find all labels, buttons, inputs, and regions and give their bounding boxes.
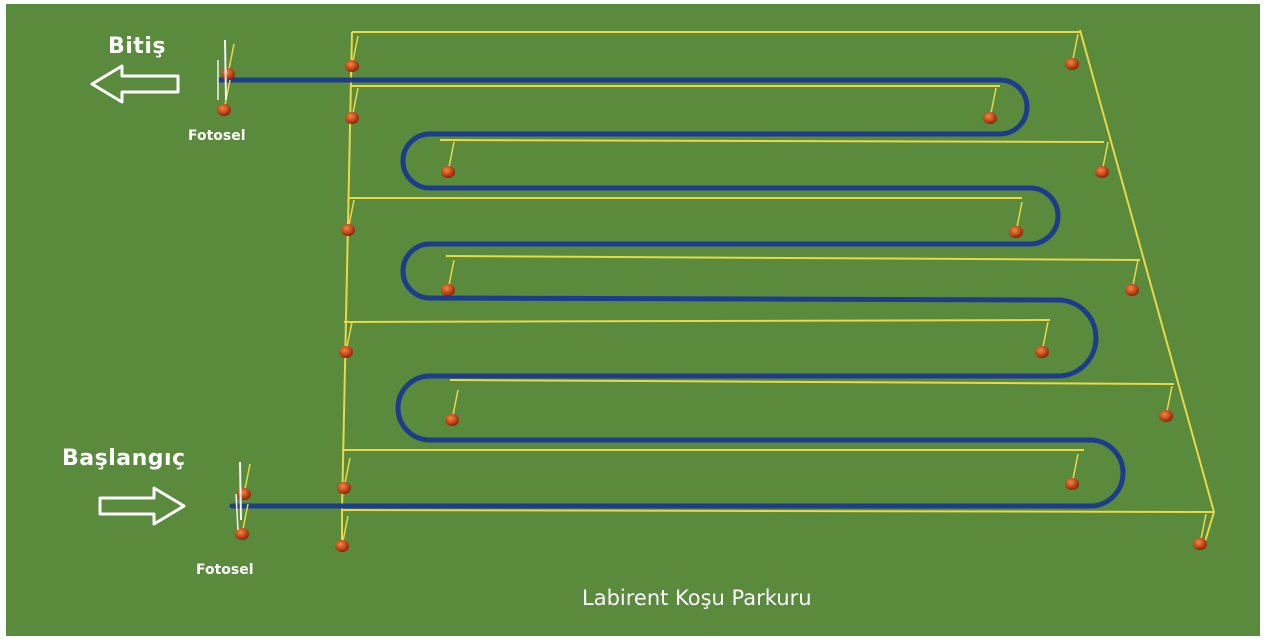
frame-rung bbox=[445, 255, 1141, 261]
blue-running-path bbox=[217, 77, 1126, 509]
finish-label: Bitiş bbox=[108, 34, 166, 59]
frame-rung bbox=[439, 139, 1105, 143]
cone-marker bbox=[1095, 166, 1109, 178]
photocell-top-label: Fotosel bbox=[188, 128, 246, 144]
cone-marker bbox=[345, 60, 359, 72]
cone-marker bbox=[441, 284, 455, 296]
cone-marker bbox=[1009, 226, 1023, 238]
cone-marker bbox=[983, 112, 997, 124]
direction-arrows bbox=[90, 64, 186, 526]
cone-marker bbox=[1035, 346, 1049, 358]
cone-marker bbox=[337, 482, 351, 494]
frame-rung bbox=[341, 509, 1215, 513]
photocell-bottom-pole bbox=[239, 461, 242, 521]
frame-right-edge bbox=[1079, 29, 1215, 513]
cone-marker bbox=[441, 166, 455, 178]
cone-marker bbox=[237, 488, 251, 500]
frame-right-post bbox=[1203, 511, 1215, 546]
start-arrow-right-icon bbox=[98, 486, 186, 526]
cone-marker bbox=[1065, 478, 1079, 490]
cone-marker bbox=[335, 540, 349, 552]
cone-marker bbox=[221, 68, 235, 80]
grass-field bbox=[6, 4, 1260, 636]
cone-marker bbox=[445, 414, 459, 426]
frame-left-edge bbox=[341, 31, 353, 511]
cone-marker bbox=[339, 346, 353, 358]
cone-marker bbox=[1125, 284, 1139, 296]
running-path bbox=[217, 77, 1126, 509]
photocell-bottom-pole-2 bbox=[235, 493, 239, 531]
cone-marker bbox=[1159, 410, 1173, 422]
cone-marker bbox=[235, 528, 249, 540]
finish-arrow-left-icon bbox=[90, 64, 180, 104]
start-label: Başlangıç bbox=[62, 446, 186, 471]
yellow-frame-lines bbox=[341, 29, 1215, 546]
cone-marker bbox=[341, 224, 355, 236]
frame-rung bbox=[343, 319, 1051, 323]
marker-poles bbox=[217, 33, 1207, 552]
frame-rung bbox=[449, 379, 1175, 385]
cone-marker bbox=[1065, 58, 1079, 70]
cone-marker bbox=[1193, 538, 1207, 550]
photocell-top-pole bbox=[224, 39, 227, 101]
course-title: Labirent Koşu Parkuru bbox=[582, 586, 812, 610]
cone-marker bbox=[217, 104, 231, 116]
cone-marker bbox=[345, 112, 359, 124]
photocell-bottom-label: Fotosel bbox=[196, 562, 254, 578]
